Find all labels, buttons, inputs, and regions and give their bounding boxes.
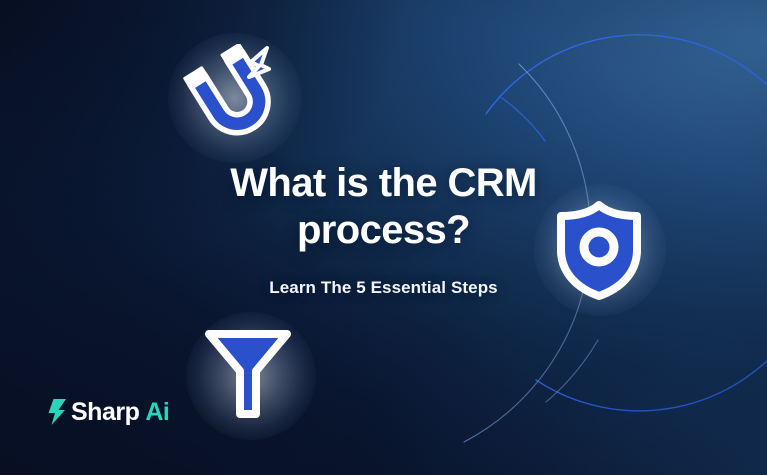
lightning-bolt-icon xyxy=(48,399,66,425)
page-title-line-2: process? xyxy=(296,208,471,252)
page-subtitle: Learn The 5 Essential Steps xyxy=(269,278,498,297)
headline-block: What is the CRM process? Learn The 5 Ess… xyxy=(0,160,767,299)
page-title-line-1: What is the CRM xyxy=(230,161,537,205)
brand-suffix: Ai xyxy=(145,397,170,426)
arc-inner-segment xyxy=(498,95,546,142)
magnet-icon xyxy=(183,44,271,136)
page-title: What is the CRM process? xyxy=(0,160,767,254)
funnel-icon xyxy=(205,330,291,418)
shield-icon xyxy=(557,201,641,300)
arc-outer-segment xyxy=(545,339,599,403)
arc-inner-main xyxy=(485,34,767,412)
brand-name: Sharp xyxy=(71,397,140,426)
